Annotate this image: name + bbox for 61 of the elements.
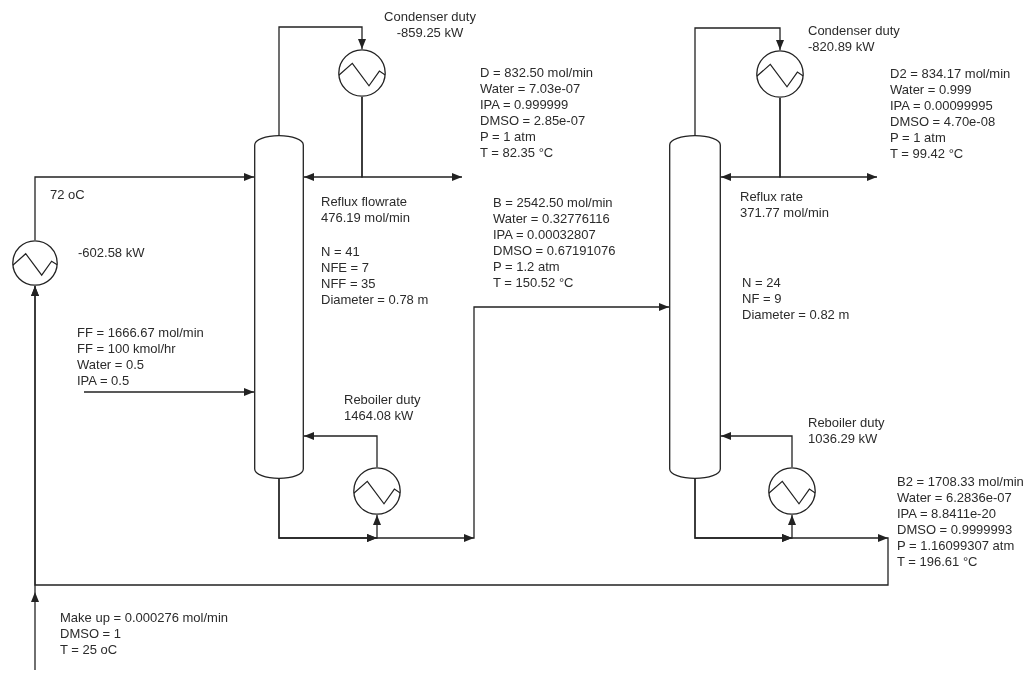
stream-data: P = 1 atm	[480, 129, 536, 145]
stream-data: IPA = 0.5	[77, 373, 130, 389]
stream-data: T = 99.42 °C	[890, 146, 964, 162]
arrow	[83, 388, 255, 396]
stream-data: B2 = 1708.33 mol/min	[897, 474, 1024, 490]
reboiler-symbol	[353, 467, 401, 515]
arrow	[720, 432, 793, 468]
distillation-column	[669, 135, 721, 479]
column-spec: N = 41	[321, 244, 360, 260]
duty-label: Condenser duty -859.25 kW	[383, 9, 477, 41]
stream-data: DMSO = 2.85e-07	[480, 113, 586, 129]
column-spec: NFE = 7	[321, 260, 370, 276]
stream-data: T = 25 oC	[60, 642, 118, 658]
duty-label: -602.58 kW	[78, 245, 145, 261]
stream-data: T = 82.35 °C	[480, 145, 554, 161]
stream-data: DMSO = 1	[60, 626, 122, 642]
distillation-column	[254, 135, 304, 479]
arrow	[303, 432, 378, 468]
reboiler-symbol	[768, 467, 816, 515]
condenser-symbol	[756, 50, 804, 98]
column-spec: N = 24	[742, 275, 781, 291]
stream-data: Water = 6.2836e-07	[897, 490, 1012, 506]
column-spec: NFF = 35	[321, 276, 376, 292]
arrow	[694, 27, 784, 136]
stream-data: Make up = 0.000276 mol/min	[60, 610, 229, 626]
stream-data: IPA = 8.8411e-20	[897, 506, 996, 522]
stream-data: Water = 7.03e-07	[480, 81, 581, 97]
duty-label: Reboiler duty 1036.29 kW	[808, 415, 886, 447]
column-spec: Diameter = 0.82 m	[742, 307, 850, 323]
arrow	[779, 97, 878, 181]
column-spec: NF = 9	[742, 291, 782, 307]
edge-label: 72 oC	[50, 187, 85, 203]
stream-data: DMSO = 0.9999993	[897, 522, 1013, 538]
column-spec: Diameter = 0.78 m	[321, 292, 429, 308]
edge-label: Reflux flowrate 476.19 mol/min	[321, 194, 411, 226]
arrow	[361, 96, 463, 181]
stream-data: Water = 0.32776116	[493, 211, 610, 227]
stream-data: DMSO = 0.67191076	[493, 243, 616, 259]
stream-data: P = 1.16099307 atm	[897, 538, 1015, 554]
stream-data: FF = 1666.67 mol/min	[77, 325, 204, 341]
stream-data: IPA = 0.999999	[480, 97, 569, 113]
arrow	[34, 173, 255, 241]
stream-data: T = 150.52 °C	[493, 275, 574, 291]
stream-data: Water = 0.5	[77, 357, 145, 373]
stream-data: IPA = 0.00032807	[493, 227, 596, 243]
stream-data: P = 1.2 atm	[493, 259, 560, 275]
stream-data: Water = 0.999	[890, 82, 972, 98]
stream-data: P = 1 atm	[890, 130, 946, 146]
edge-label: Reflux rate 371.77 mol/min	[740, 189, 830, 221]
duty-label: Condenser duty -820.89 kW	[808, 23, 901, 55]
stream-data: DMSO = 4.70e-08	[890, 114, 996, 130]
arrow	[278, 26, 366, 136]
stream-data: B = 2542.50 mol/min	[493, 195, 613, 211]
duty-label: Reboiler duty 1464.08 kW	[344, 392, 422, 424]
stream-data: D = 832.50 mol/min	[480, 65, 594, 81]
condenser-symbol	[338, 49, 386, 97]
stream-data: IPA = 0.00099995	[890, 98, 993, 114]
heat-exchanger-symbol	[12, 240, 58, 286]
stream-data: T = 196.61 °C	[897, 554, 978, 570]
stream-data: FF = 100 kmol/hr	[77, 341, 176, 357]
stream-data: D2 = 834.17 mol/min	[890, 66, 1011, 82]
